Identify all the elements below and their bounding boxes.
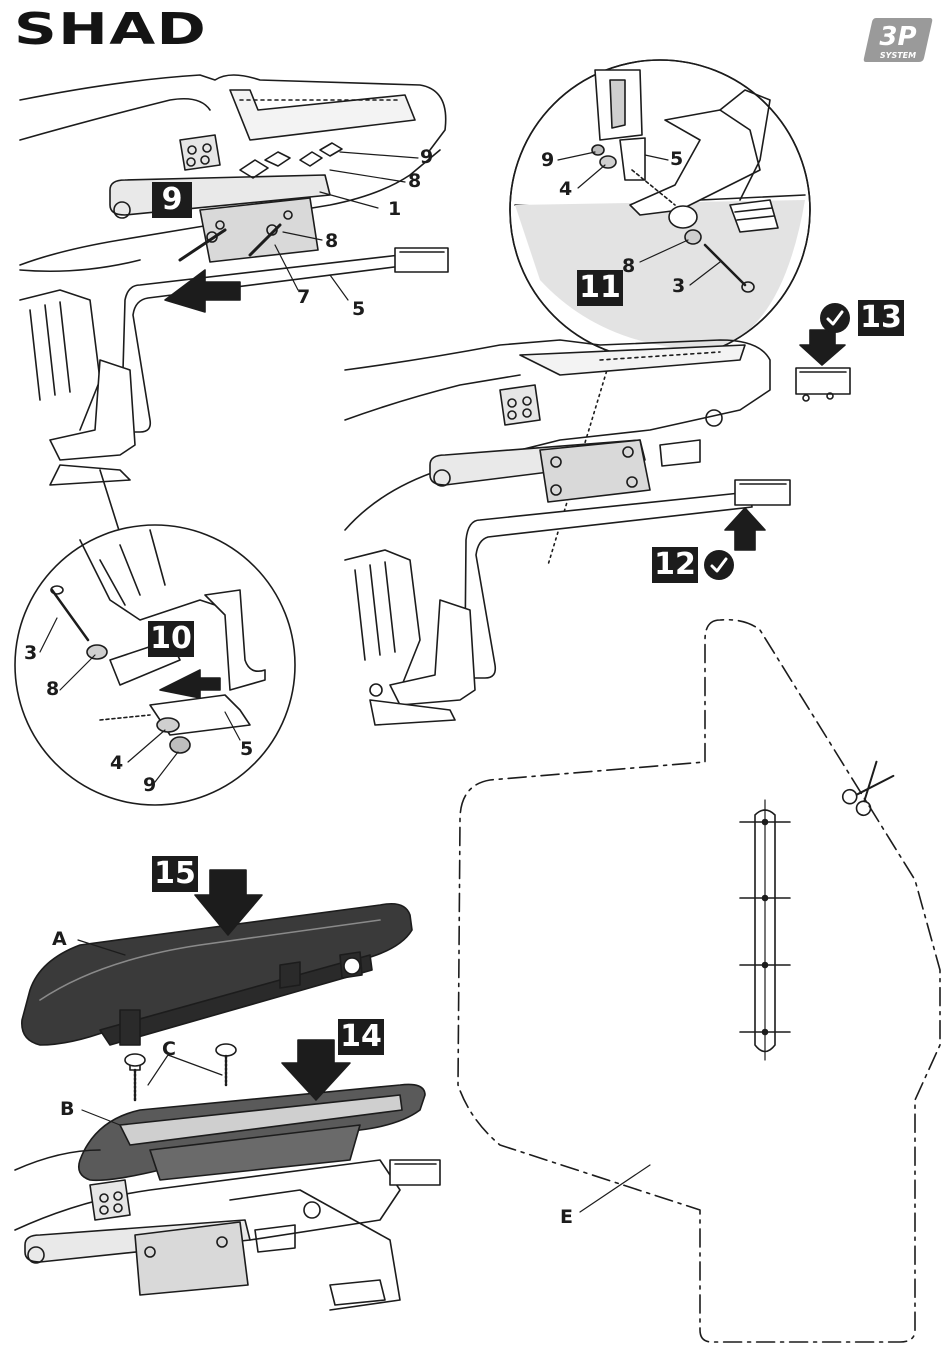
scissors-icon xyxy=(840,759,897,819)
part-label: 8 xyxy=(46,680,59,699)
step-10-badge: 10 xyxy=(148,621,194,657)
top-left-assembly xyxy=(20,75,448,485)
step-13-badge: 13 xyxy=(858,300,904,336)
part-label: 4 xyxy=(559,180,572,199)
check-icon xyxy=(704,550,734,580)
detail-10 xyxy=(15,525,295,805)
part-label: 9 xyxy=(143,776,156,795)
step-15-badge: 15 xyxy=(152,856,198,892)
part-label: 5 xyxy=(352,300,365,319)
part-label: 5 xyxy=(670,150,683,169)
right-assembly xyxy=(345,330,850,725)
part-label: 5 xyxy=(240,740,253,759)
step-14-badge: 14 xyxy=(338,1019,384,1055)
cutting-template-e xyxy=(458,620,940,1342)
detail-11 xyxy=(510,60,810,360)
slot-marks xyxy=(740,800,790,1060)
step-9-badge: 9 xyxy=(152,182,192,218)
part-label: 8 xyxy=(622,257,635,276)
step-12-badge: 12 xyxy=(652,547,698,583)
part-label-c: C xyxy=(162,1040,176,1059)
step-11-badge: 11 xyxy=(577,270,623,306)
part-label: 4 xyxy=(110,754,123,773)
part-label: 9 xyxy=(541,151,554,170)
part-label-e: E xyxy=(560,1208,573,1227)
part-label: 9 xyxy=(420,148,433,167)
part-label-b: B xyxy=(60,1100,74,1119)
check-icon xyxy=(820,303,850,333)
part-label: 1 xyxy=(388,200,401,219)
seat-assembly xyxy=(15,870,440,1310)
part-label-a: A xyxy=(52,930,67,949)
part-label: 8 xyxy=(325,232,338,251)
part-label: 8 xyxy=(408,172,421,191)
part-label: 7 xyxy=(297,288,310,307)
part-label: 3 xyxy=(672,277,685,296)
part-label: 3 xyxy=(24,644,37,663)
